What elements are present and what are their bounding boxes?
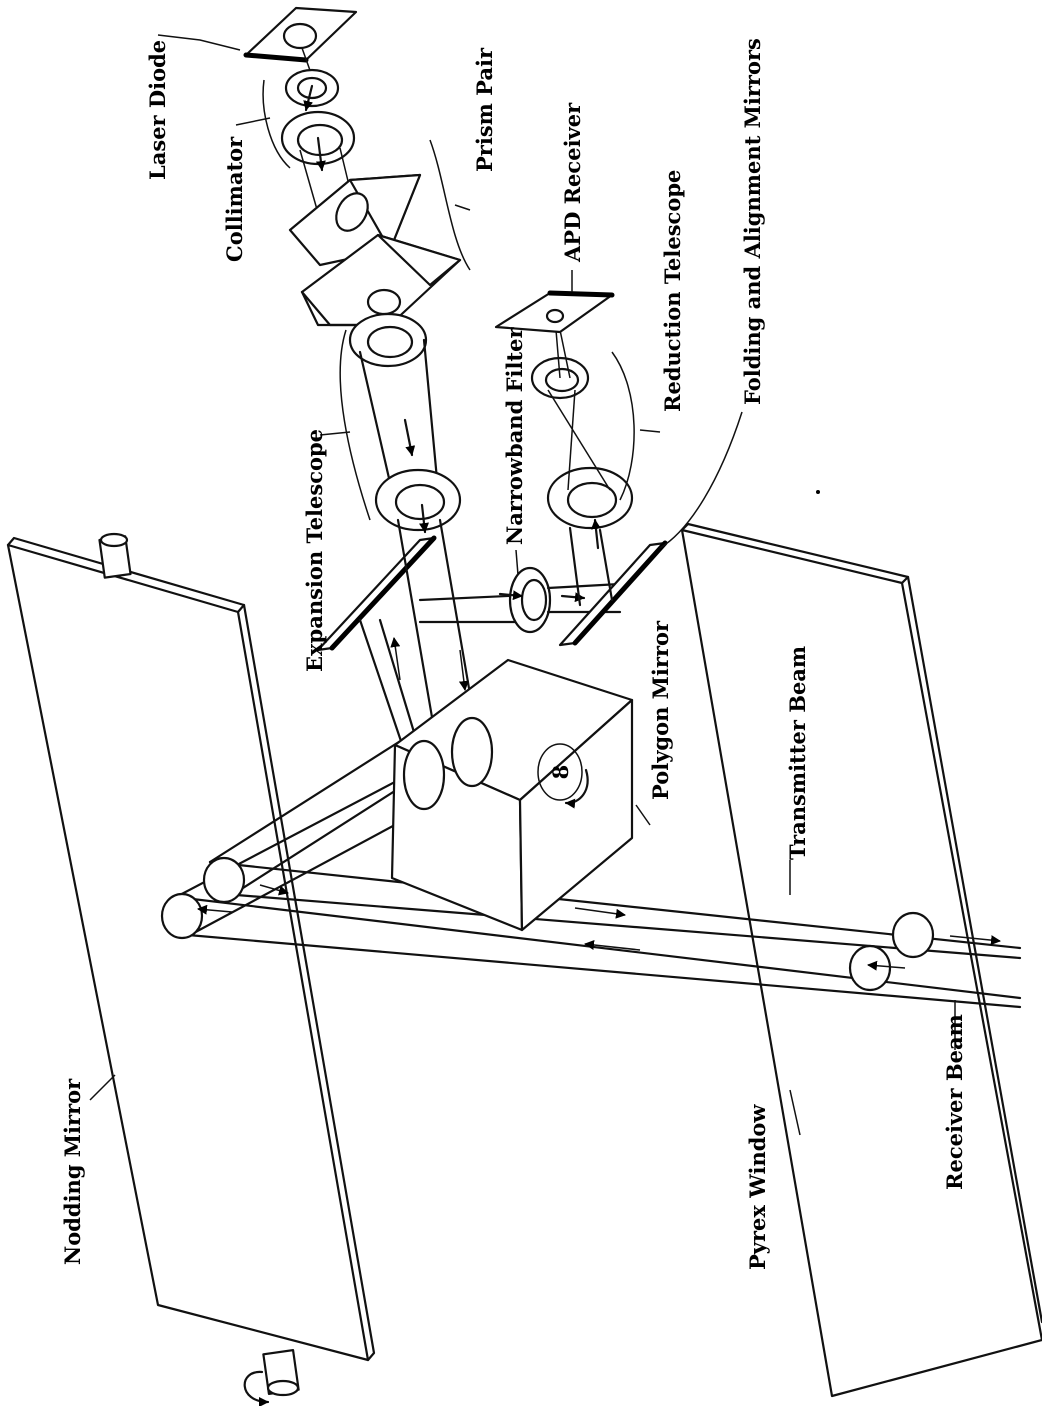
folding-mirror-right — [558, 540, 668, 647]
label-expansion-telescope: Expansion Telescope — [302, 429, 327, 672]
polygon-rotation-mark: 8 — [548, 765, 573, 780]
apd-receiver — [494, 290, 615, 334]
beam-section-1 — [202, 856, 246, 904]
beam-section-3 — [891, 911, 935, 959]
leader-lines — [89, 34, 956, 1136]
expansion-telescope — [348, 288, 462, 534]
label-polygon-mirror: Polygon Mirror — [648, 620, 673, 800]
polygon-mirror: 8 — [390, 658, 634, 932]
label-receiver-beam: Receiver Beam — [942, 1014, 967, 1190]
beam-section-2 — [160, 892, 204, 940]
label-transmitter-beam: Transmitter Beam — [785, 646, 810, 860]
label-nodding-mirror: Nodding Mirror — [60, 1078, 85, 1265]
nodding-mirror-shaft-top — [98, 532, 132, 579]
label-folding-mirrors: Folding and Alignment Mirrors — [740, 38, 765, 405]
narrowband-filter — [498, 566, 622, 634]
prism-pair — [288, 173, 462, 327]
nodding-mirror — [6, 532, 376, 1406]
beam-paths — [160, 738, 1022, 1009]
label-apd-receiver: APD Receiver — [560, 102, 585, 263]
labels: Laser Diode Collimator Prism Pair APD Re… — [60, 38, 967, 1270]
label-collimator: Collimator — [222, 136, 247, 262]
label-reduction-telescope: Reduction Telescope — [660, 170, 685, 412]
nodding-mirror-shaft-bottom — [243, 1349, 300, 1406]
reduction-telescope — [530, 329, 634, 607]
label-narrowband-filter: Narrowband Filter — [502, 327, 527, 545]
collimator — [280, 68, 356, 221]
stray-dot — [816, 490, 820, 494]
label-pyrex-window: Pyrex Window — [745, 1104, 770, 1270]
laser-diode — [243, 6, 358, 77]
label-prism-pair: Prism Pair — [472, 47, 497, 172]
beam-section-4 — [848, 944, 892, 992]
label-laser-diode: Laser Diode — [145, 40, 170, 180]
